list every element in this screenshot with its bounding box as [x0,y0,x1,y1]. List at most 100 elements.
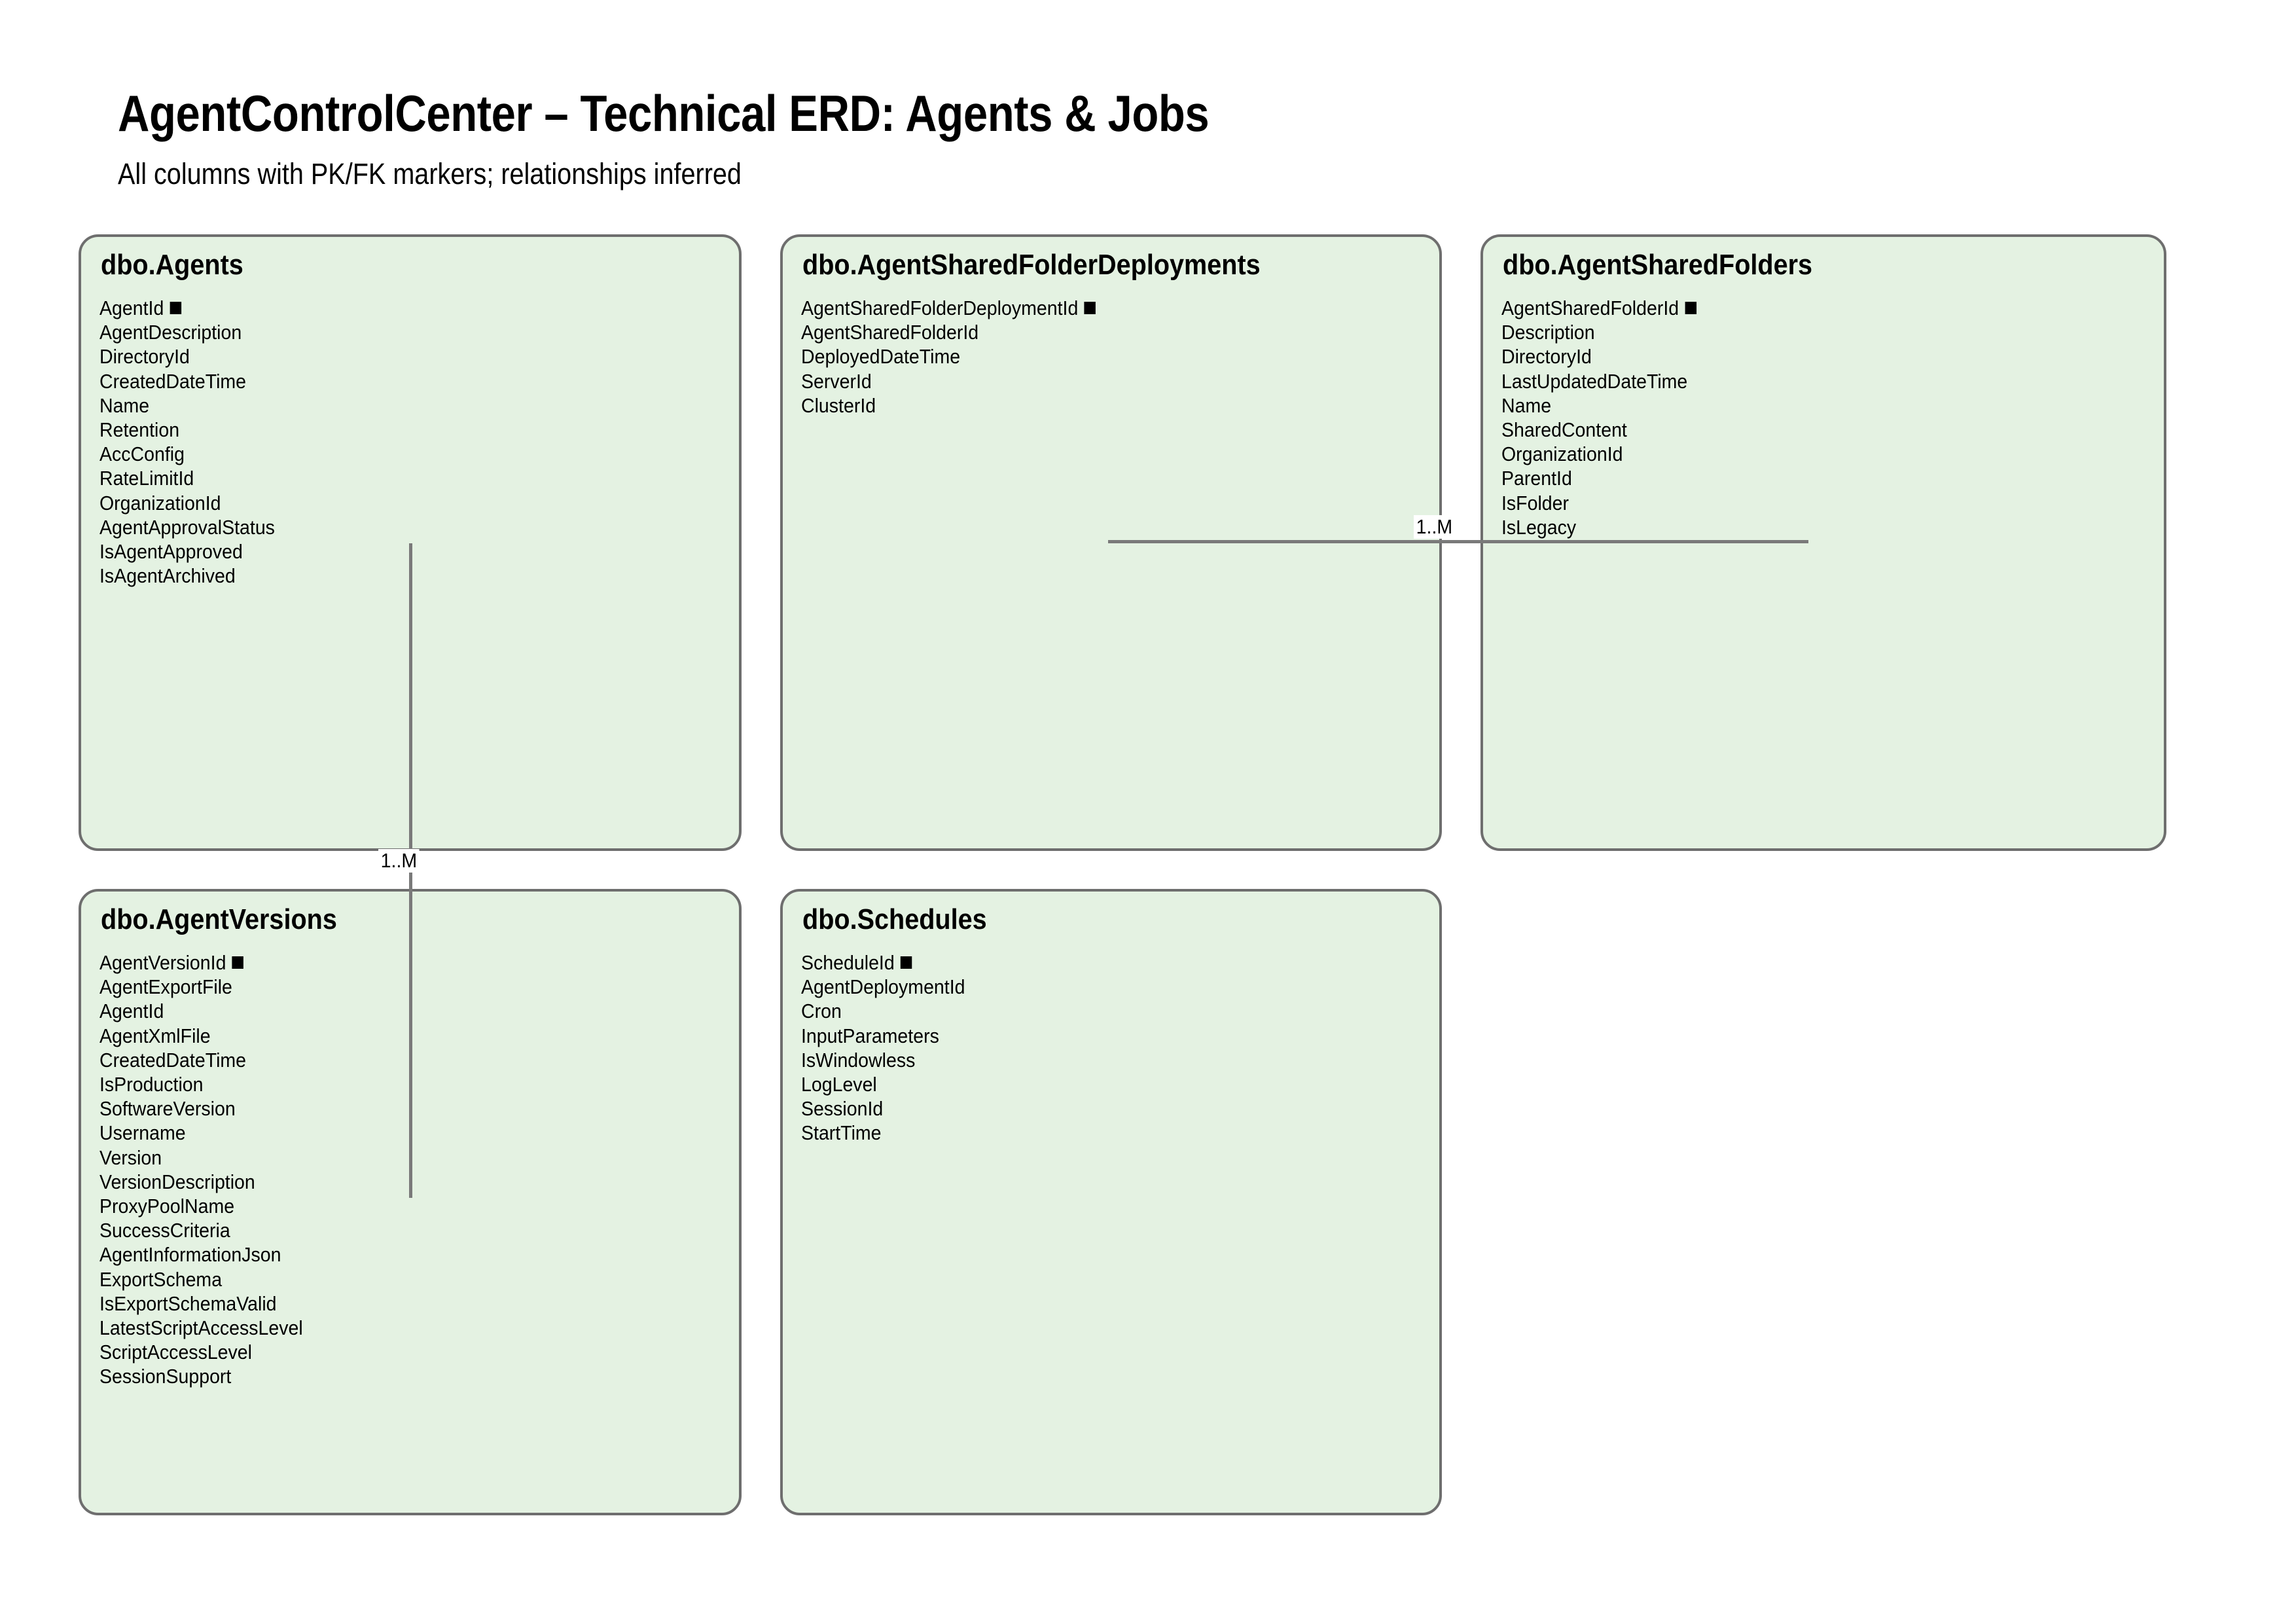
column-row: SoftwareVersion [99,1096,682,1121]
column-name: DirectoryId [99,345,190,369]
relationship-cardinality-label: 1..M [378,849,420,873]
page-subtitle: All columns with PK/FK markers; relation… [118,157,742,190]
column-row: RateLimitId [99,466,682,490]
column-name: SessionId [801,1097,884,1121]
column-row: AgentDescription [99,320,682,344]
column-name: OrganizationId [99,491,221,514]
column-name: IsExportSchemaValid [99,1291,277,1315]
column-row: Cron [801,999,1382,1023]
entity-title: dbo.Agents [101,249,243,281]
column-name: VersionDescription [99,1170,255,1193]
column-name: StartTime [801,1121,882,1145]
column-name: LastUpdatedDateTime [1501,369,1688,393]
column-row: VersionDescription [99,1170,682,1194]
column-row: SessionSupport [99,1364,682,1388]
column-name: ProxyPoolName [99,1195,235,1218]
column-name: IsWindowless [801,1048,916,1072]
relationship-connector [1108,540,1808,543]
column-name: InputParameters [801,1024,939,1047]
column-name: ExportSchema [99,1267,223,1291]
column-row: AccConfig [99,442,682,466]
column-name: SoftwareVersion [99,1097,236,1121]
column-name: CreatedDateTime [99,369,247,393]
column-name: ClusterId [801,393,876,417]
column-row: IsFolder [1501,491,2105,515]
column-name: ScriptAccessLevel [99,1341,253,1364]
column-row: StartTime [801,1121,1382,1145]
column-name: ParentId [1501,467,1572,490]
column-row: SuccessCriteria [99,1218,682,1242]
column-row: ProxyPoolName [99,1194,682,1218]
column-name: ServerId [801,369,872,393]
column-name: IsFolder [1501,491,1570,514]
primary-key-marker-icon [900,956,912,969]
column-name: Name [1501,393,1552,417]
column-row: AgentId [99,999,682,1023]
column-name: Version [99,1146,162,1169]
column-row: AgentApprovalStatus [99,515,682,539]
column-name: Name [99,393,150,417]
column-row: IsAgentApproved [99,539,682,564]
column-row-primary-key: AgentId [99,296,682,320]
column-name: AgentId [99,297,164,319]
column-row: AgentExportFile [99,975,682,999]
column-row-primary-key: AgentSharedFolderId [1501,296,2105,320]
column-row: LogLevel [801,1072,1382,1096]
column-row: ScriptAccessLevel [99,1340,682,1364]
column-row: LatestScriptAccessLevel [99,1316,682,1340]
column-row: LastUpdatedDateTime [1501,369,2105,393]
column-row: Name [1501,393,2105,418]
column-name: AgentDescription [99,321,242,344]
primary-key-marker-icon [232,956,244,969]
column-row: AgentDeploymentId [801,975,1382,999]
column-row: Version [99,1146,682,1170]
column-row: ParentId [1501,466,2105,490]
relationship-cardinality-label: 1..M [1414,515,1455,539]
column-row: SessionId [801,1096,1382,1121]
column-row: OrganizationId [1501,442,2105,466]
entity-title: dbo.Schedules [802,903,987,935]
column-name: AgentSharedFolderDeploymentId [801,297,1079,319]
column-name: Cron [801,1000,842,1023]
column-name: OrganizationId [1501,442,1623,466]
column-name: AgentId [99,1000,164,1023]
entity-title: dbo.AgentSharedFolders [1503,249,1813,281]
column-name: ScheduleId [801,951,895,974]
column-row: AgentXmlFile [99,1024,682,1048]
column-name: AgentApprovalStatus [99,515,275,539]
primary-key-marker-icon [170,302,182,314]
column-name: DirectoryId [1501,345,1592,369]
column-name: Retention [99,418,180,442]
column-row: DeployedDateTime [801,344,1382,369]
column-row: CreatedDateTime [99,1048,682,1072]
column-name: AgentExportFile [99,975,232,999]
column-row: SharedContent [1501,418,2105,442]
column-name: IsProduction [99,1073,204,1096]
column-row: ClusterId [801,393,1382,418]
column-name: AgentVersionId [99,951,226,974]
column-name: AgentSharedFolderId [1501,297,1679,319]
column-name: LogLevel [801,1073,877,1096]
column-name: AgentXmlFile [99,1024,211,1047]
column-name: Username [99,1121,186,1145]
column-row: Name [99,393,682,418]
primary-key-marker-icon [1084,302,1096,314]
column-row: OrganizationId [99,491,682,515]
column-name: AgentDeploymentId [801,975,965,999]
column-row: AgentSharedFolderId [801,320,1382,344]
column-row: InputParameters [801,1024,1382,1048]
column-row: CreatedDateTime [99,369,682,393]
column-row: ServerId [801,369,1382,393]
column-row: IsLegacy [1501,515,2105,539]
column-name: Description [1501,321,1595,344]
column-row: ExportSchema [99,1267,682,1291]
column-name: AgentSharedFolderId [801,321,979,344]
column-name: SharedContent [1501,418,1627,442]
column-row: IsWindowless [801,1048,1382,1072]
